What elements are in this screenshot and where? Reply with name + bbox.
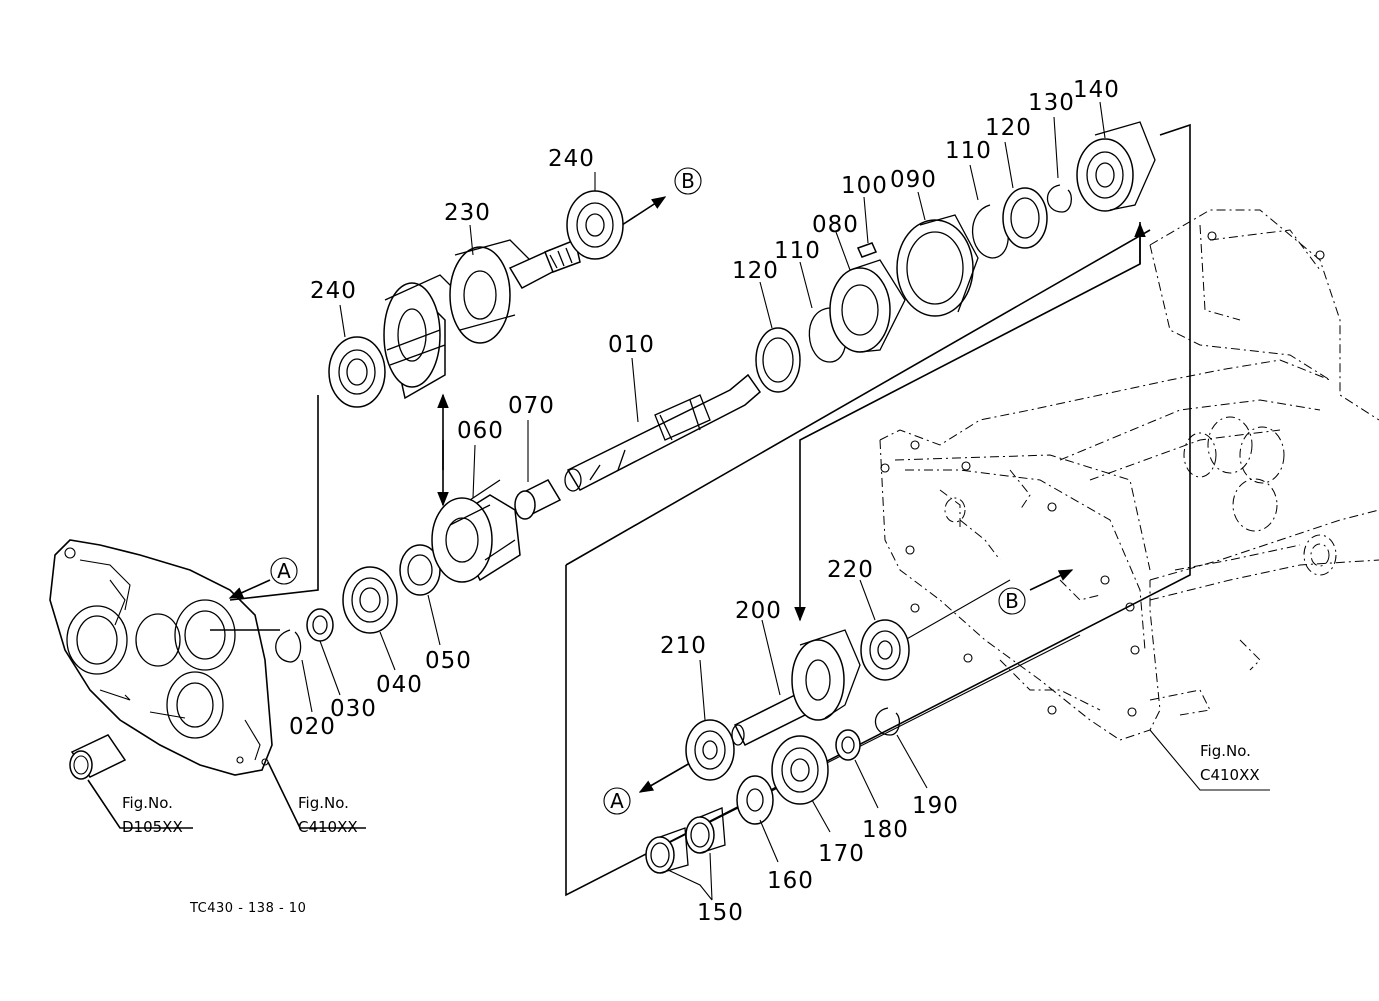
ring-120-lower xyxy=(755,327,801,393)
diagram-code: TC430 - 138 - 10 xyxy=(189,901,306,916)
label-030: 030 xyxy=(330,696,377,722)
svg-text:A: A xyxy=(277,559,291,583)
label-120-lower: 120 xyxy=(732,258,779,284)
bearing-220 xyxy=(860,619,910,681)
snap-ring-020 xyxy=(275,629,302,663)
label-090: 090 xyxy=(890,167,937,193)
label-120-upper: 120 xyxy=(985,115,1032,141)
svg-text:B: B xyxy=(681,169,695,193)
label-130: 130 xyxy=(1028,90,1075,116)
label-240-upper: 240 xyxy=(548,146,595,172)
marker-b-right: B xyxy=(998,587,1026,615)
label-110-upper: 110 xyxy=(945,138,992,164)
fig-label-right: Fig.No. xyxy=(1200,742,1251,760)
label-150: 150 xyxy=(697,900,744,926)
needle-bearing-150a xyxy=(645,827,689,874)
leader-fig-mid xyxy=(267,761,366,829)
marker-a-left: A xyxy=(270,557,298,585)
label-190: 190 xyxy=(912,793,959,819)
svg-text:B: B xyxy=(1005,589,1019,613)
marker-a-lower: A xyxy=(603,787,631,815)
label-170: 170 xyxy=(818,841,865,867)
snap-ring-190 xyxy=(874,707,901,736)
left-sleeve xyxy=(69,734,127,780)
washer-050 xyxy=(399,544,441,596)
gear-cluster-230 xyxy=(328,238,581,408)
label-160: 160 xyxy=(767,868,814,894)
label-110-lower: 110 xyxy=(774,238,821,264)
label-070: 070 xyxy=(508,393,555,419)
needle-bearing-150b xyxy=(685,807,726,854)
label-140: 140 xyxy=(1073,77,1120,103)
key-100 xyxy=(856,242,878,258)
washer-180 xyxy=(835,729,861,761)
collar-160 xyxy=(736,775,774,825)
shaft-gear-200 xyxy=(731,629,861,747)
label-240-lower: 240 xyxy=(310,278,357,304)
fig-ref-left: D105XX xyxy=(122,818,183,836)
leader-fig-left xyxy=(87,779,193,829)
fig-ref-right: C410XX xyxy=(1200,766,1260,784)
leader-lines xyxy=(301,101,1106,901)
label-010: 010 xyxy=(608,332,655,358)
label-020: 020 xyxy=(289,714,336,740)
label-180: 180 xyxy=(862,817,909,843)
label-200: 200 xyxy=(735,598,782,624)
label-100: 100 xyxy=(841,173,888,199)
hub-080 xyxy=(829,259,906,353)
bearing-170 xyxy=(771,735,829,805)
marker-b-top: B xyxy=(674,167,702,195)
assembly-lines xyxy=(210,123,1191,897)
snap-ring-130 xyxy=(1046,184,1073,213)
bearing-240-upper xyxy=(566,190,624,260)
needle-bearing-070 xyxy=(514,479,562,520)
gear-140 xyxy=(1076,121,1156,212)
label-050: 050 xyxy=(425,648,472,674)
bearing-040 xyxy=(342,566,398,634)
label-080: 080 xyxy=(812,212,859,238)
fig-label-mid: Fig.No. xyxy=(298,794,349,812)
transmission-housing xyxy=(879,209,1379,791)
svg-text:A: A xyxy=(610,789,624,813)
sleeve-090 xyxy=(896,214,979,317)
label-230: 230 xyxy=(444,200,491,226)
label-210: 210 xyxy=(660,633,707,659)
label-060: 060 xyxy=(457,418,504,444)
left-case-cover xyxy=(49,539,273,776)
fig-ref-mid: C410XX xyxy=(298,818,358,836)
washer-030 xyxy=(306,608,334,642)
bearing-210 xyxy=(685,719,735,781)
ring-120-upper xyxy=(1002,187,1048,249)
label-220: 220 xyxy=(827,557,874,583)
gear-060 xyxy=(431,479,521,583)
shaft-010 xyxy=(564,373,762,492)
fig-label-left: Fig.No. xyxy=(122,794,173,812)
label-040: 040 xyxy=(376,672,423,698)
